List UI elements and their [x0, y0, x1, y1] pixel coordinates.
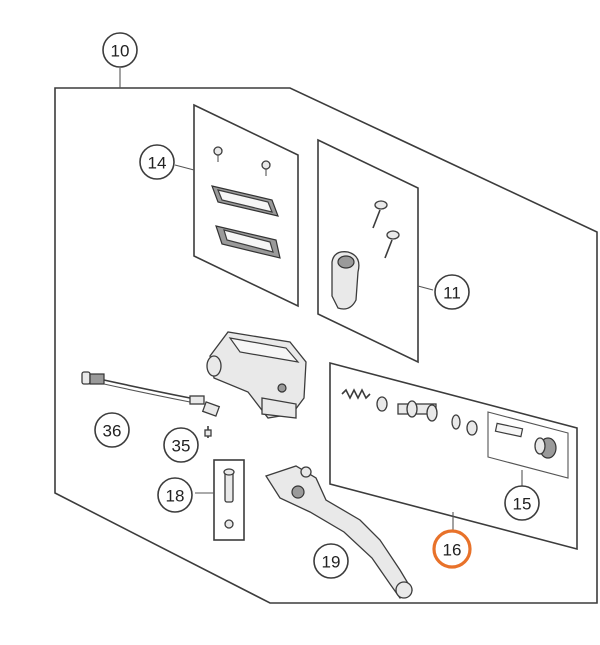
leader-lines [119, 68, 523, 530]
piston-kit-parts [341, 388, 557, 459]
assembly-outline-10 [54, 87, 598, 604]
panel-14 [193, 103, 299, 308]
callout-35-label: 35 [172, 437, 191, 456]
callout-18-label: 18 [166, 487, 185, 506]
pivot-parts-18 [223, 468, 235, 529]
callout-16-highlighted: 16 [432, 529, 472, 569]
callout-14-label: 14 [148, 154, 167, 173]
brake-switch-cable [81, 371, 221, 417]
panel-15-inner [487, 411, 569, 479]
callout-11: 11 [434, 274, 470, 310]
callout-19: 19 [313, 543, 349, 579]
callout-15: 15 [504, 485, 540, 521]
callout-11-label: 11 [443, 284, 461, 303]
callout-19-label: 19 [322, 553, 341, 572]
screw-35 [204, 426, 212, 438]
callout-15-label: 15 [513, 495, 532, 514]
clamp-parts [331, 200, 400, 310]
panel-18 [213, 459, 245, 541]
callout-35: 35 [163, 427, 199, 463]
panel-16 [329, 361, 578, 551]
brake-lever [265, 465, 413, 599]
master-cylinder-body [206, 331, 307, 419]
callout-16-label: 16 [443, 541, 462, 560]
callout-10-label: 10 [111, 42, 130, 61]
callout-10: 10 [102, 32, 138, 68]
callout-18: 18 [157, 477, 193, 513]
reservoir-cap-parts [211, 146, 281, 259]
callout-36-label: 36 [103, 422, 122, 441]
panel-11 [317, 138, 419, 364]
callout-14: 14 [139, 144, 175, 180]
callout-36: 36 [94, 412, 130, 448]
